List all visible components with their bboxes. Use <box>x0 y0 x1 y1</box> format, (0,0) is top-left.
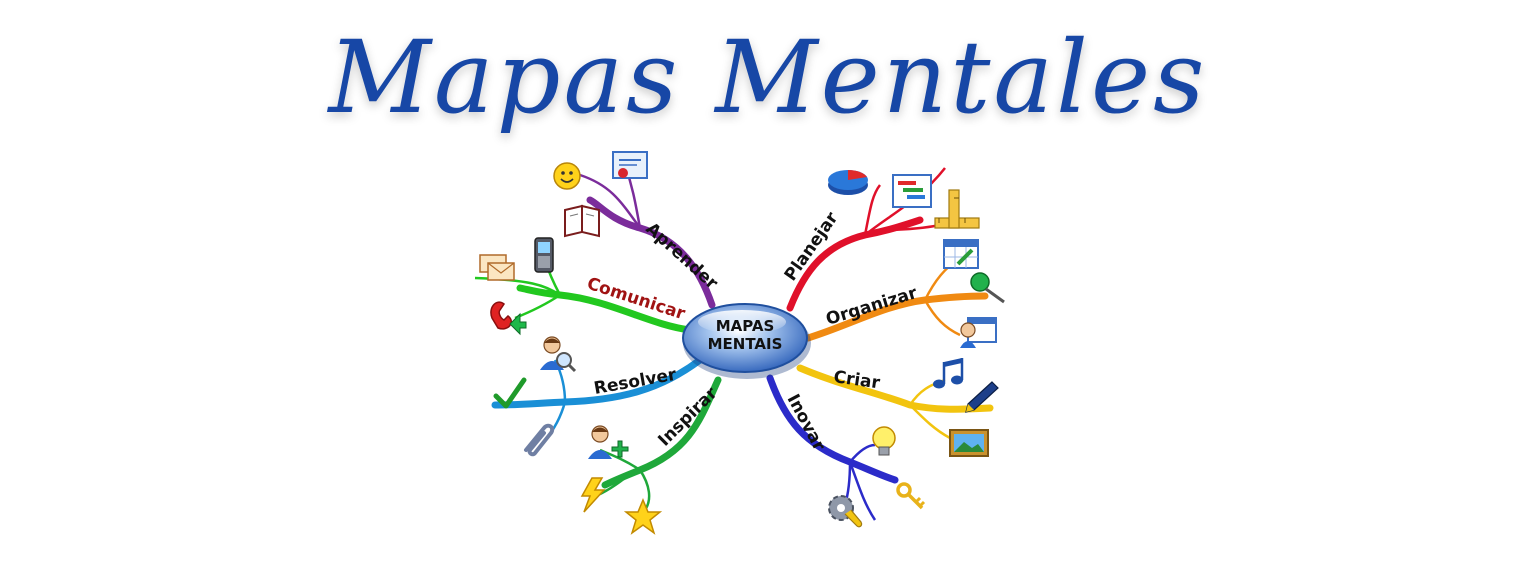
mobile-phone-icon <box>534 237 554 273</box>
music-note-icon <box>933 358 964 389</box>
smiley-icon <box>553 162 581 190</box>
light-bulb-icon <box>872 426 896 456</box>
star-icon <box>623 498 663 535</box>
fountain-pen-icon <box>965 381 999 413</box>
calendar-icon <box>943 239 979 269</box>
letters-icon <box>479 254 515 281</box>
book-icon <box>564 204 600 238</box>
branch-aprender-line <box>586 196 716 309</box>
certificate-icon <box>612 151 648 179</box>
central-node-line1: MAPAS <box>716 317 775 335</box>
ruler-icon <box>934 189 980 229</box>
branch-label-criar: Criar <box>832 367 881 393</box>
branch-inovar-line <box>766 374 899 484</box>
telephone-icon <box>490 301 527 336</box>
branch-organizar-line <box>804 292 989 342</box>
central-node-line2: MENTAIS <box>708 335 783 353</box>
person-calendar-icon <box>960 317 997 348</box>
picture-icon <box>949 429 989 457</box>
pie-chart-icon <box>828 170 868 195</box>
branch-label-organizar: Organizar <box>824 283 920 330</box>
branch-criar-line <box>796 364 994 413</box>
branch-resolver-line <box>491 356 704 409</box>
branch-planejar-line <box>786 216 924 312</box>
pushpin-icon <box>970 272 1005 304</box>
gear-wrench-icon <box>828 495 863 528</box>
person-magnifier-icon <box>540 336 577 373</box>
branch-comunicar-line <box>516 284 694 334</box>
key-icon <box>896 482 926 510</box>
paperclip-icon <box>524 423 555 457</box>
checkmark-icon <box>493 377 527 409</box>
branch-label-aprender: Aprender <box>642 219 722 294</box>
add-person-icon <box>588 425 629 459</box>
page-title: Mapas Mentales <box>328 19 1208 136</box>
central-node: MAPAS MENTAIS <box>682 303 811 379</box>
gantt-chart-icon <box>892 174 932 208</box>
branch-inspirar-line <box>601 376 722 489</box>
lightning-icon <box>580 477 606 513</box>
